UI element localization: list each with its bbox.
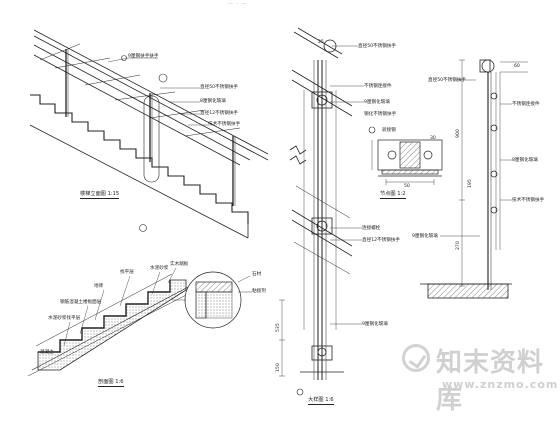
right-label-connector: 不锈钢连接件 bbox=[512, 102, 540, 107]
right-label-tube-50: 直径50不锈钢扶手 bbox=[428, 78, 467, 83]
right-label-glass: 8厘钢化玻璃 bbox=[512, 158, 538, 163]
center-label-clamp: 驳接钢 bbox=[382, 128, 396, 133]
right-dim-w1: 60 bbox=[514, 64, 520, 69]
center-label-bolt: 连接螺栓 bbox=[362, 226, 381, 231]
center-detail bbox=[279, 27, 364, 396]
watermark-title: 知末资料库 bbox=[436, 348, 545, 415]
elevation-caption: 楼梯立面图 1:15 bbox=[80, 191, 120, 199]
label-subbase: 找平层 bbox=[120, 270, 134, 275]
right-dim-h1: 900 bbox=[456, 129, 461, 138]
dim-d1: 50 bbox=[404, 184, 410, 189]
right-label-glass-b: 9厘钢化玻璃 bbox=[412, 234, 438, 239]
dim-d3: 25 bbox=[318, 40, 324, 45]
label-detail-a: 石材 bbox=[252, 272, 262, 277]
right-section bbox=[420, 59, 528, 299]
label-detail-b: 粘接剂 bbox=[252, 289, 266, 294]
center-label-fixing-a: 钢化不锈钢扶手 bbox=[364, 112, 397, 117]
label-tile: 地砖 bbox=[94, 284, 104, 289]
label-fixing: 技术不锈钢扶手 bbox=[208, 122, 241, 127]
dim-d5: 535 bbox=[276, 323, 281, 332]
title-mark: — · — bbox=[228, 1, 248, 7]
watermark-logo-icon bbox=[402, 344, 430, 372]
right-dim-h2: 270 bbox=[456, 241, 461, 250]
label-slab: 混凝土 bbox=[40, 350, 54, 355]
label-mortar: 水泥砂浆 bbox=[150, 266, 169, 271]
right-label-fixing: 技术不锈钢扶手 bbox=[512, 198, 545, 203]
label-concrete: 钢筋混凝土楼板面层 bbox=[60, 300, 102, 305]
watermark-url: www.znzmo.com bbox=[442, 378, 559, 391]
node-detail bbox=[368, 126, 443, 185]
label-finish: 实木踏板 bbox=[170, 262, 189, 267]
label-glass: 8厘钢化玻璃 bbox=[200, 99, 226, 104]
dim-d2: 30 bbox=[430, 136, 436, 141]
center-label-tube-50: 直径50不锈钢扶手 bbox=[358, 44, 397, 49]
label-leveling: 水泥砂浆找平层 bbox=[48, 316, 81, 321]
section-detail-circle bbox=[172, 271, 252, 329]
stair-elevation bbox=[29, 29, 269, 239]
center-label-glass-b: 9厘钢化玻璃 bbox=[362, 322, 388, 327]
section-caption: 剖面图 1:6 bbox=[98, 379, 124, 387]
center-label-glass: 9厘钢化玻璃 bbox=[364, 100, 390, 105]
label-tube-50: 直径50不锈钢扶手 bbox=[200, 85, 239, 90]
center-label-tube-12: 直径12不锈钢扶手 bbox=[362, 238, 401, 243]
watermark: 知末资料库 www.znzmo.com bbox=[402, 338, 557, 415]
stair-section bbox=[27, 267, 197, 377]
node-detail-caption: 节点图 1:2 bbox=[380, 191, 406, 199]
dim-d6: 150 bbox=[276, 363, 281, 372]
label-handrail-pipe: 9厘钢扶手扶手 bbox=[128, 54, 159, 59]
center-caption: 大样图 1:6 bbox=[308, 397, 334, 405]
label-tube-12: 直径12不锈钢扶手 bbox=[200, 111, 239, 116]
right-dim-h3: 195 bbox=[468, 179, 473, 188]
center-label-connector: 不锈钢连接件 bbox=[364, 84, 392, 89]
